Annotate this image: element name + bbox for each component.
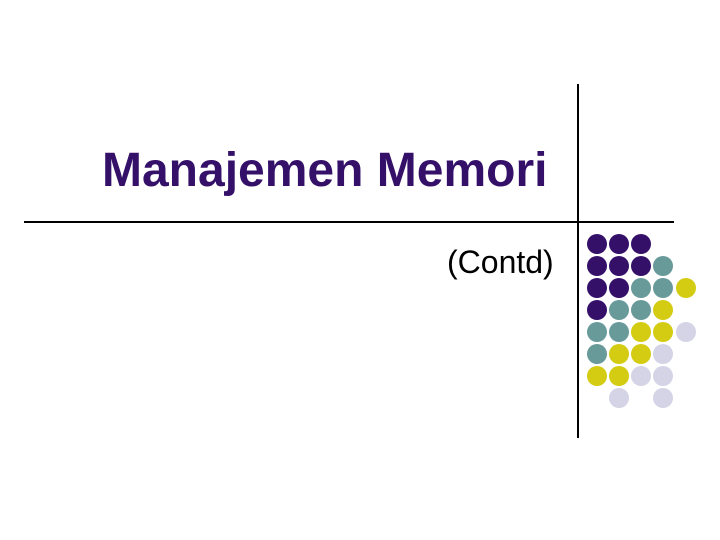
vertical-divider-rule [577,84,579,438]
dot-purple [587,256,607,276]
dot-purple [587,300,607,320]
dot-yellow [609,344,629,364]
dot-purple [587,278,607,298]
dot-teal [587,344,607,364]
dot-teal [653,278,673,298]
dot-yellow [631,344,651,364]
dot-purple [631,256,651,276]
dot-yellow [631,322,651,342]
dot-purple [609,234,629,254]
dot-teal [653,256,673,276]
dot-lavender [676,322,696,342]
dot-lavender [631,366,651,386]
dot-purple [631,234,651,254]
dot-lavender [653,366,673,386]
dot-purple [609,278,629,298]
dot-teal [631,278,651,298]
dot-yellow [653,300,673,320]
dot-yellow [653,322,673,342]
dot-yellow [609,366,629,386]
dot-teal [631,300,651,320]
dot-purple [587,234,607,254]
slide-title: Manajemen Memori [102,144,548,197]
dot-lavender [653,344,673,364]
title-underline-rule [24,221,674,223]
dot-teal [609,300,629,320]
dot-lavender [609,388,629,408]
dot-yellow [676,278,696,298]
dot-lavender [653,388,673,408]
dot-yellow [587,366,607,386]
dot-teal [609,322,629,342]
dot-teal [587,322,607,342]
slide-subtitle: (Contd) [447,244,554,280]
dot-purple [609,256,629,276]
